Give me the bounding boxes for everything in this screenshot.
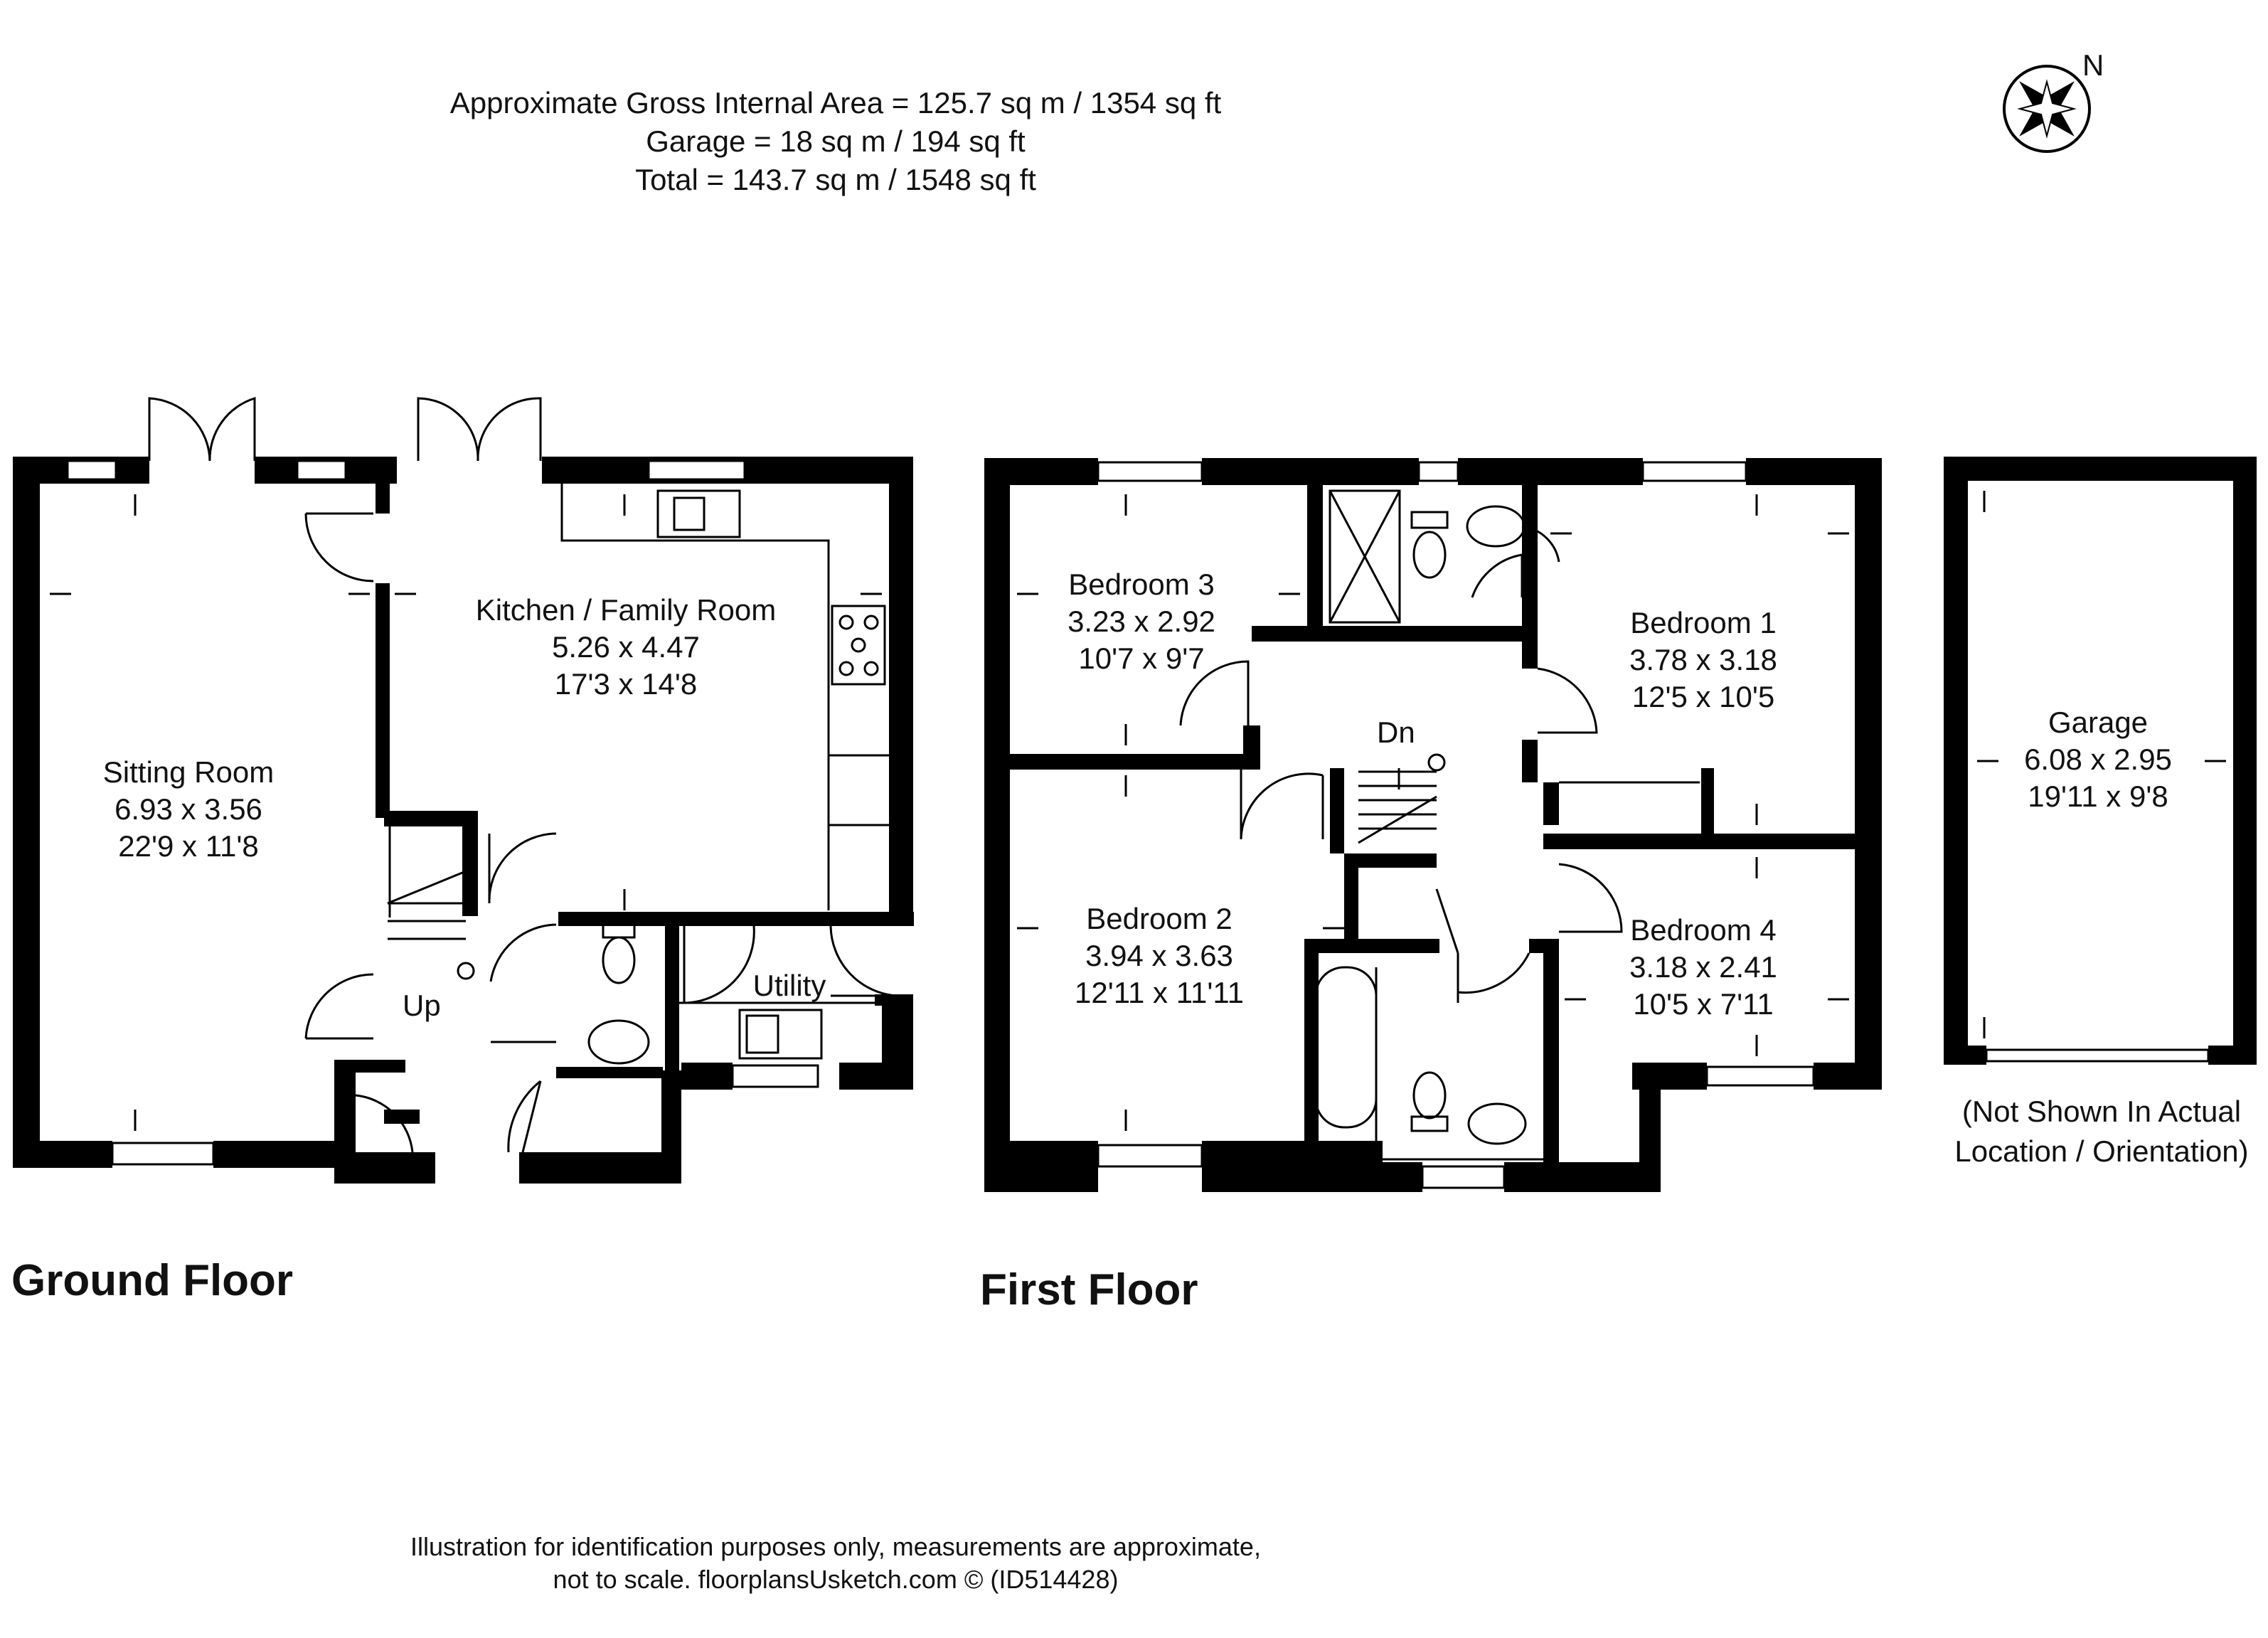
stairs-up-label: Up bbox=[403, 989, 441, 1022]
total-area: Total = 143.7 sq m / 1548 sq ft bbox=[635, 163, 1036, 196]
room-utility: Utility bbox=[733, 967, 846, 1004]
room-bedroom-1: Bedroom 1 3.78 x 3.18 12'5 x 10'5 bbox=[1600, 605, 1806, 716]
fixtures bbox=[387, 484, 1700, 1161]
room-name: Bedroom 2 bbox=[1086, 902, 1233, 935]
disclaimer: Illustration for identification purposes… bbox=[0, 1531, 1671, 1596]
ground-floor-title: Ground Floor bbox=[11, 1256, 294, 1305]
room-name: Kitchen / Family Room bbox=[475, 593, 777, 627]
garage-note-line-2: Location / Orientation) bbox=[1954, 1134, 2249, 1168]
door-swings bbox=[148, 396, 1623, 1153]
room-bedroom-2: Bedroom 2 3.94 x 3.63 12'11 x 11'11 bbox=[1053, 900, 1266, 1011]
garage-note-line-1: (Not Shown In Actual bbox=[1961, 1095, 2242, 1128]
first-floor-walls bbox=[984, 458, 1882, 1192]
room-name: Utility bbox=[752, 969, 826, 1002]
area-summary: Approximate Gross Internal Area = 125.7 … bbox=[0, 84, 1671, 199]
gross-internal-area: Approximate Gross Internal Area = 125.7 … bbox=[449, 86, 1222, 119]
room-size-imperial: 19'11 x 9'8 bbox=[2028, 780, 2168, 813]
room-name: Bedroom 4 bbox=[1630, 913, 1777, 947]
room-size-metric: 3.18 x 2.41 bbox=[1629, 950, 1777, 984]
room-garage: Garage 6.08 x 2.95 19'11 x 9'8 bbox=[1991, 704, 2205, 815]
room-size-metric: 3.94 x 3.63 bbox=[1085, 939, 1233, 972]
dimension-arrows bbox=[50, 491, 2226, 1131]
first-floor-title: First Floor bbox=[980, 1265, 1198, 1314]
room-size-metric: 3.23 x 2.92 bbox=[1068, 605, 1215, 638]
disclaimer-line-2: not to scale. floorplansUsketch.com © (I… bbox=[553, 1565, 1119, 1594]
room-sitting: Sitting Room 6.93 x 3.56 22'9 x 11'8 bbox=[85, 754, 292, 865]
room-bedroom-4: Bedroom 4 3.18 x 2.41 10'5 x 7'11 bbox=[1600, 912, 1806, 1023]
garage-location-note: (Not Shown In Actual Location / Orientat… bbox=[1934, 1092, 2268, 1171]
room-name: Garage bbox=[2048, 706, 2149, 739]
stairs-down-label: Dn bbox=[1377, 716, 1415, 749]
room-name: Sitting Room bbox=[102, 755, 275, 789]
room-name: Bedroom 3 bbox=[1068, 568, 1215, 601]
windows bbox=[66, 459, 2210, 1189]
room-size-metric: 6.93 x 3.56 bbox=[115, 792, 262, 826]
garage-area: Garage = 18 sq m / 194 sq ft bbox=[646, 124, 1026, 158]
room-bedroom-3: Bedroom 3 3.23 x 2.92 10'7 x 9'7 bbox=[1038, 566, 1245, 677]
room-size-metric: 6.08 x 2.95 bbox=[2024, 743, 2172, 776]
room-name: Bedroom 1 bbox=[1630, 606, 1777, 639]
compass-rose-icon bbox=[2003, 65, 2091, 153]
room-size-imperial: 17'3 x 14'8 bbox=[554, 667, 698, 701]
room-size-imperial: 12'5 x 10'5 bbox=[1631, 680, 1775, 713]
room-size-imperial: 12'11 x 11'11 bbox=[1075, 976, 1244, 1009]
garage-walls bbox=[1944, 457, 2257, 1065]
room-size-metric: 3.78 x 3.18 bbox=[1629, 643, 1777, 676]
room-size-imperial: 10'7 x 9'7 bbox=[1078, 642, 1205, 675]
disclaimer-line-1: Illustration for identification purposes… bbox=[410, 1532, 1261, 1561]
room-size-imperial: 10'5 x 7'11 bbox=[1633, 987, 1774, 1021]
room-kitchen: Kitchen / Family Room 5.26 x 4.47 17'3 x… bbox=[448, 592, 804, 703]
compass-north-label: N bbox=[2082, 48, 2104, 82]
room-size-imperial: 22'9 x 11'8 bbox=[118, 829, 259, 863]
room-size-metric: 5.26 x 4.47 bbox=[552, 630, 700, 664]
